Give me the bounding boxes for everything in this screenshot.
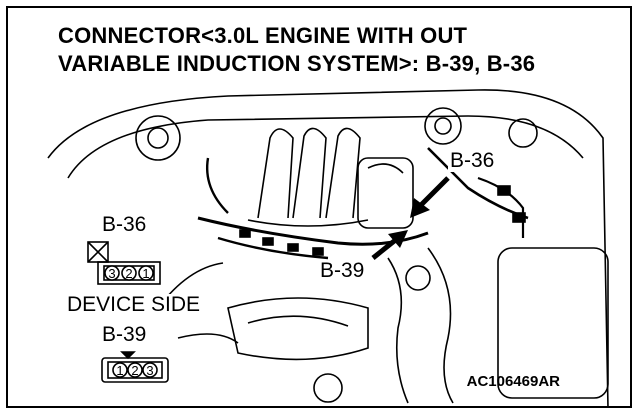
title-line-1: CONNECTOR<3.0L ENGINE WITH OUT [58, 23, 468, 48]
b36-arrow-head [410, 198, 430, 218]
engine-bay-illustration: 3 2 1 1 2 3 [47, 89, 609, 406]
intake-runner [292, 127, 327, 219]
b36-arrow-shaft [416, 176, 450, 210]
b39-arrow-head [388, 230, 408, 248]
engine-block [227, 297, 369, 361]
left-strut-tower [135, 115, 181, 161]
connector-b39-key [120, 351, 136, 360]
b39-arrow-shaft [371, 236, 400, 260]
connector-b39-body [101, 357, 169, 383]
right-strut-tower [424, 107, 462, 145]
intake-runner [325, 127, 361, 219]
figure-code: AC106469AR [466, 373, 560, 390]
b36-pin-label: 1 [142, 266, 149, 281]
connector-b39-label: B-39 [102, 323, 147, 346]
connector-b39-face [101, 351, 169, 383]
callout-b36: B-36 [448, 149, 497, 172]
b36-pin-label: 3 [108, 266, 115, 281]
connector-b36-label: B-36 [102, 213, 147, 236]
intake-runner [257, 128, 294, 219]
diagram-frame: 3 2 1 1 2 3 CONNECTOR<3.0L ENGINE WITH O… [6, 6, 632, 408]
b36-pin-label: 2 [125, 266, 132, 281]
b39-pin-label: 2 [131, 363, 138, 378]
connector-b36-body [97, 261, 161, 285]
b39-pin-label: 1 [116, 363, 123, 378]
diagram-title: CONNECTOR<3.0L ENGINE WITH OUT VARIABLE … [58, 22, 628, 78]
connector-b36-face [87, 241, 161, 285]
callout-b39: B-39 [318, 259, 367, 282]
device-side-label: DEVICE SIDE [64, 294, 204, 316]
throttle-body [357, 157, 414, 229]
b39-pin-label: 3 [146, 363, 153, 378]
battery-box [497, 247, 609, 399]
title-line-2: VARIABLE INDUCTION SYSTEM>: B-39, B-36 [58, 51, 536, 76]
engine-bay-outline [47, 89, 609, 406]
